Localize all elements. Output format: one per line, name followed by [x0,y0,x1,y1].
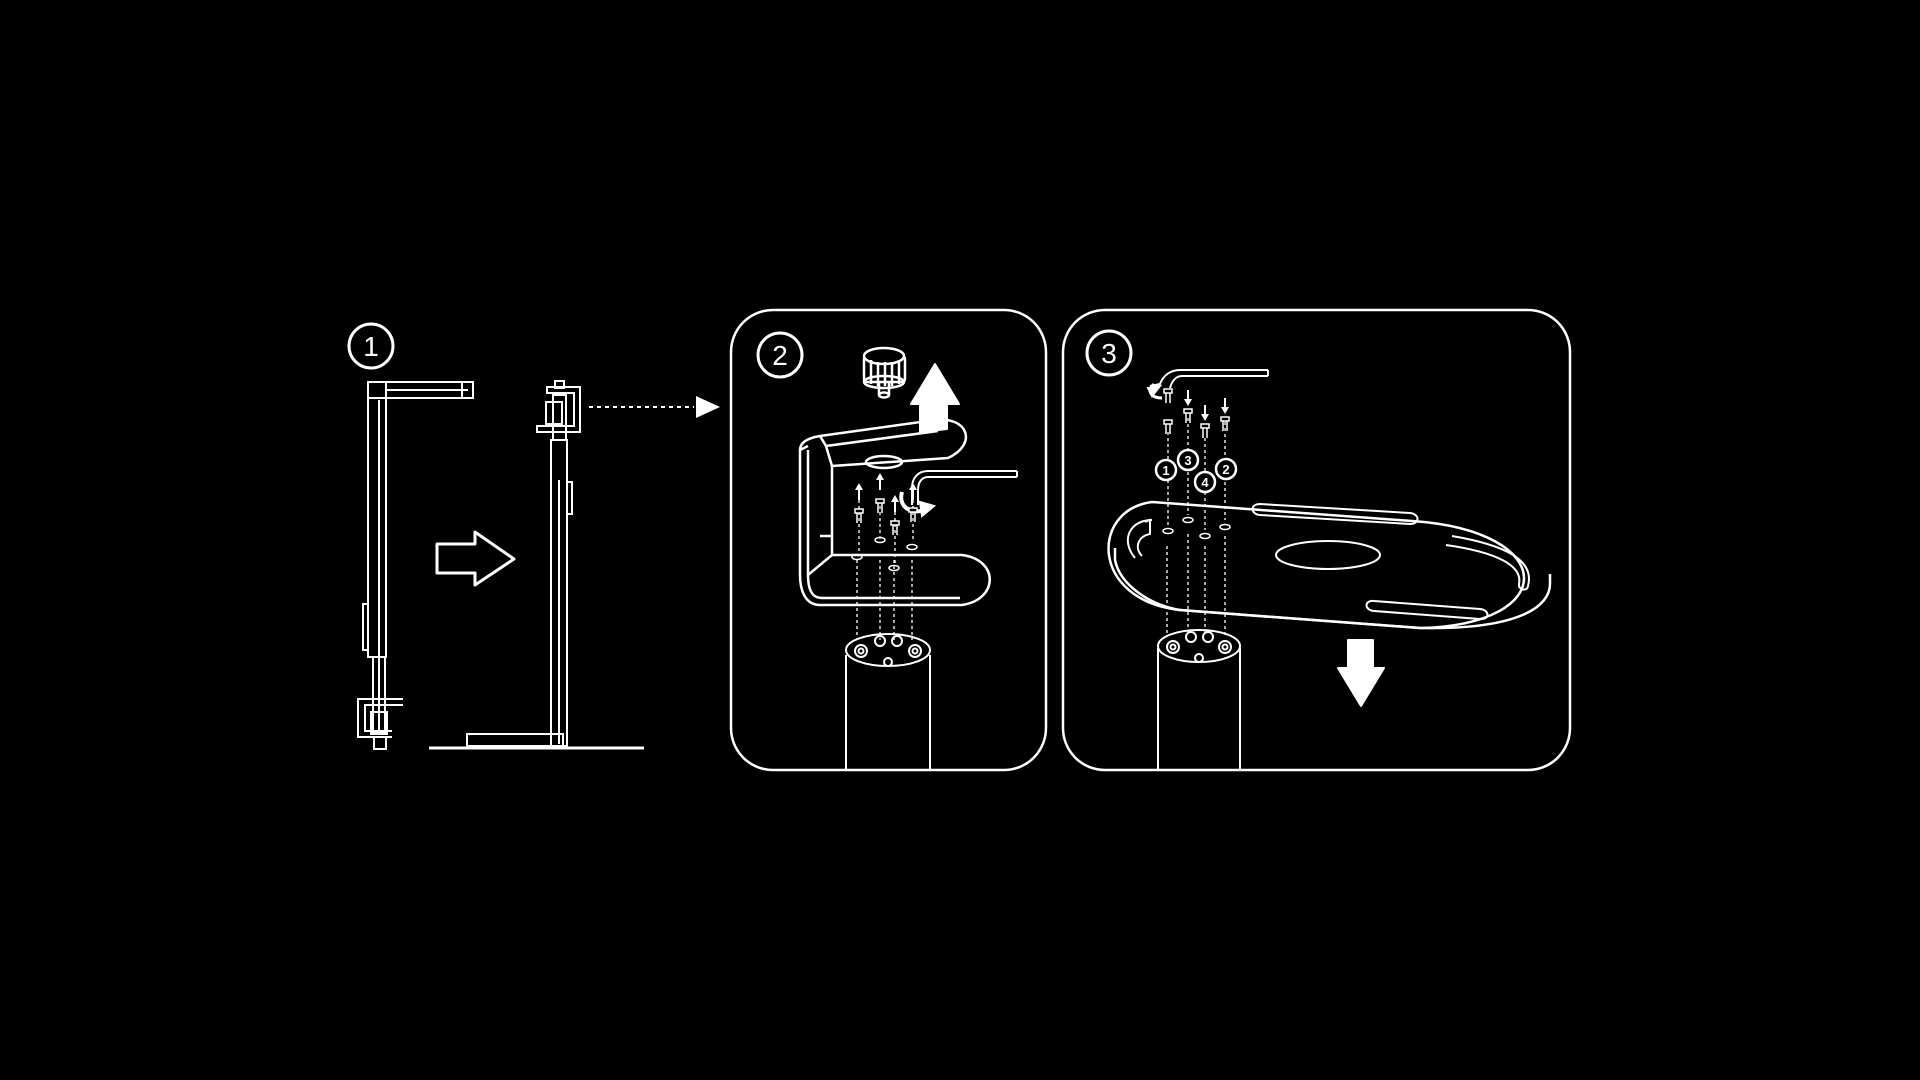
knob-icon [862,346,907,470]
order-badge: 4 [1193,470,1217,494]
pole-top-icon [1157,629,1241,770]
step-badge-1: 1 [347,322,395,370]
step-number-3: 3 [1101,338,1117,369]
down-arrow-icon [1337,639,1385,707]
step-1: 1 [347,322,720,750]
hex-key-icon [1146,369,1269,404]
order-badge-label: 3 [1184,453,1191,468]
panel-frame-3 [1061,308,1572,772]
pole-top-icon [845,633,931,770]
panel-frame-2 [729,308,1048,772]
step-badge-3: 3 [1085,329,1133,377]
dotted-pointer-arrow-icon [589,396,720,418]
oval-base-plate-icon [1107,500,1552,630]
order-badge: 1 [1154,458,1178,482]
order-badge-label: 1 [1162,463,1169,478]
desk-clamp-stand-icon [357,381,474,750]
screw-order-badges: 1 3 4 2 [1154,448,1238,494]
step-3-panel: 3 [1061,308,1572,772]
right-arrow-icon [435,530,516,587]
step-badge-2: 2 [756,331,804,379]
up-arrow-icon [910,363,960,433]
rotate-arrow-icon [899,491,937,518]
order-badge-label: 2 [1222,462,1229,477]
c-clamp-icon [798,418,991,607]
order-badge-label: 4 [1201,475,1209,490]
order-badge: 3 [1176,448,1200,472]
base-plate-stand-icon [429,380,644,750]
step-2-panel: 2 [729,308,1048,772]
order-badge: 2 [1214,457,1238,481]
step-number-2: 2 [772,340,788,371]
step-number-1: 1 [363,331,379,362]
